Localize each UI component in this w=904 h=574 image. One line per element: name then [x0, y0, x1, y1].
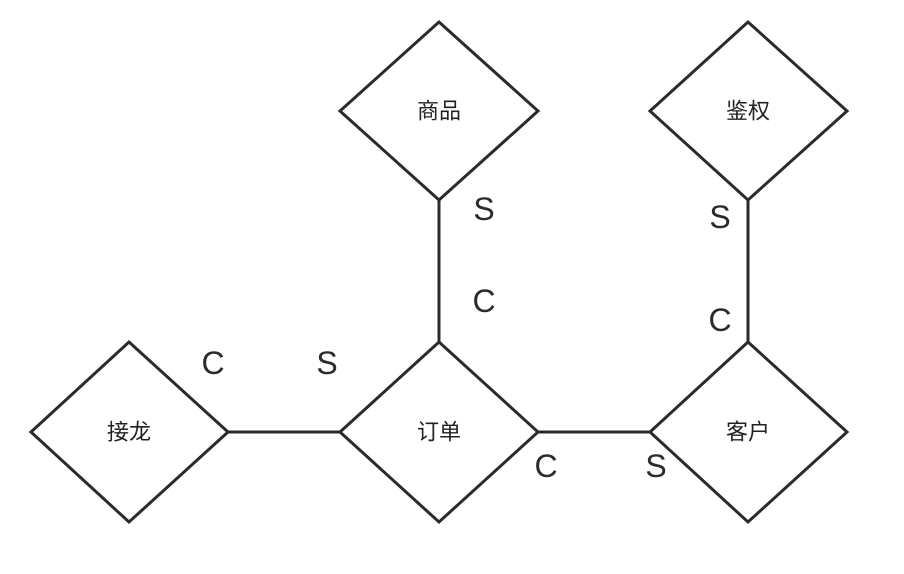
edge-order-product-to-role: S	[473, 191, 494, 227]
edge-relay-order-from-role: C	[201, 345, 224, 381]
edges	[228, 200, 750, 434]
edge-labels: S C S C C S C S	[201, 191, 731, 484]
edge-relay-order-to-role: S	[316, 345, 337, 381]
node-product-label: 商品	[417, 100, 461, 125]
node-product-shape	[337, 19, 541, 203]
node-auth-label: 鉴权	[726, 100, 770, 125]
node-product[interactable]: 商品	[337, 19, 541, 203]
edge-customer-auth-from-role: C	[708, 302, 731, 338]
edge-order-product-from-role: C	[472, 283, 495, 319]
node-auth[interactable]: 鉴权	[647, 19, 850, 203]
node-relay[interactable]: 接龙	[28, 339, 231, 525]
edge-customer-auth-to-role: S	[709, 199, 730, 235]
edge-order-customer-from-role: C	[534, 448, 557, 484]
node-order-shape	[337, 339, 541, 525]
node-customer-label: 客户	[726, 421, 770, 446]
node-relay-shape	[28, 339, 231, 525]
node-relay-label: 接龙	[107, 421, 151, 446]
node-order[interactable]: 订单	[337, 339, 541, 525]
node-customer-shape	[647, 339, 850, 525]
node-order-label: 订单	[417, 421, 461, 446]
node-auth-shape	[647, 19, 850, 203]
node-customer[interactable]: 客户	[647, 339, 850, 525]
edge-order-customer-to-role: S	[645, 448, 666, 484]
